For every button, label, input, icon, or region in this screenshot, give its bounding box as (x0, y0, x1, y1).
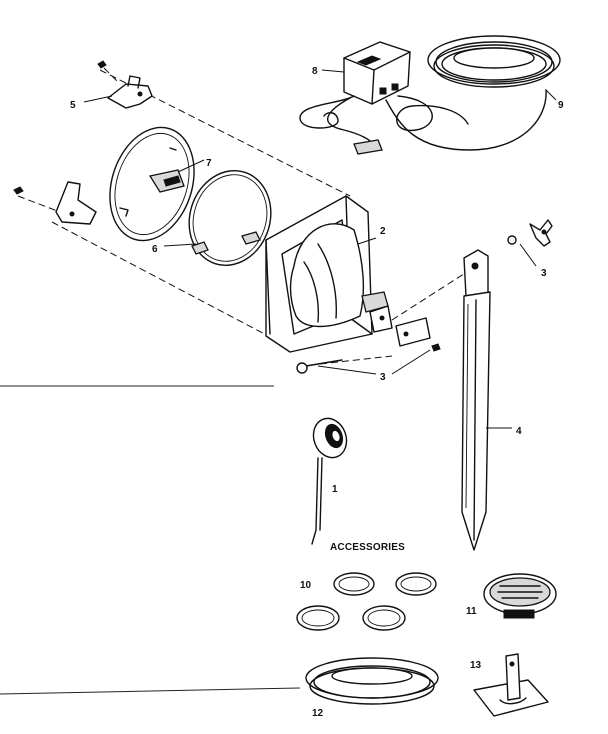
part-3-wing-nut (507, 219, 553, 247)
callout-7: 7 (206, 158, 212, 169)
part-2-housing (265, 195, 393, 353)
part-6-lens (188, 170, 272, 266)
callout-3-right: 3 (541, 268, 547, 279)
part-1-spotlight (311, 417, 348, 545)
part-9-cable-coil (427, 35, 561, 88)
accessories-heading: ACCESSORIES (330, 542, 405, 553)
callout-11: 11 (466, 606, 477, 617)
part-12-cable-coil (305, 657, 439, 705)
callout-9: 9 (558, 100, 564, 111)
part-3-mount-hardware-lower (296, 317, 441, 374)
part-6-lens-ring (109, 126, 195, 242)
callout-6: 6 (152, 244, 158, 255)
part-8-transformer (343, 41, 411, 105)
part-5-upper-bracket (97, 60, 153, 109)
part-7-lamp-clip (148, 169, 185, 193)
callout-1: 1 (332, 484, 338, 495)
page-rule-lower (0, 687, 301, 695)
callout-12: 12 (312, 708, 324, 719)
part-10-color-lenses (296, 572, 437, 631)
part-5-lower-bracket (13, 181, 97, 225)
part-11-lamp (483, 573, 557, 619)
part-13-mount-base (473, 653, 549, 717)
callout-2: 2 (380, 226, 386, 237)
callout-leaders (83, 69, 557, 429)
callout-13: 13 (470, 660, 482, 671)
callout-8: 8 (312, 66, 318, 77)
callout-4: 4 (516, 426, 522, 437)
power-cords (299, 89, 547, 155)
callout-10: 10 (300, 580, 312, 591)
callout-5: 5 (70, 100, 76, 111)
callout-3-lower: 3 (380, 372, 386, 383)
part-4-ground-stake (461, 249, 491, 551)
